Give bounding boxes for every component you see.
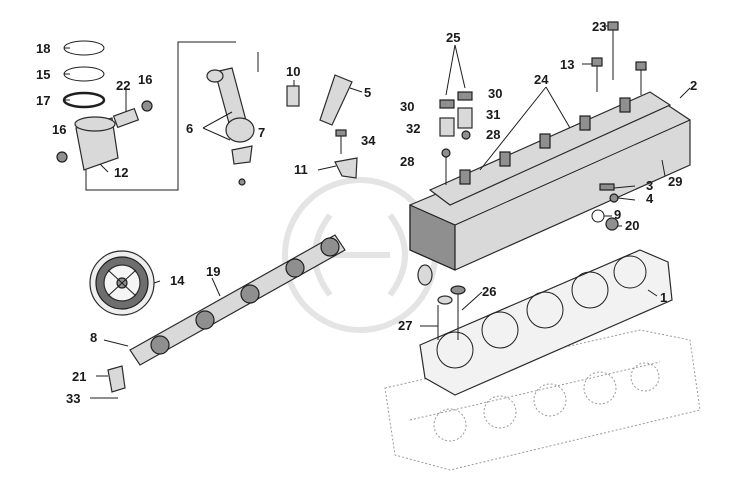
bolt-34 — [335, 129, 347, 154]
callout-3: 3 — [646, 178, 653, 193]
cylinder-head — [409, 99, 691, 271]
leader-lines — [64, 25, 691, 399]
callout-30-left: 30 — [400, 99, 414, 114]
callout-14: 14 — [170, 273, 185, 288]
connecting-rod — [206, 52, 259, 186]
valve-train-parts — [439, 91, 473, 185]
callout-33: 33 — [66, 391, 80, 406]
camshaft — [129, 234, 346, 366]
callout-5: 5 — [364, 85, 371, 100]
camshaft-gear — [89, 250, 155, 316]
callout-26: 26 — [482, 284, 496, 299]
callout-8: 8 — [90, 330, 97, 345]
callout-23: 23 — [592, 19, 606, 34]
piston-assembly — [56, 40, 236, 191]
callout-13: 13 — [560, 57, 574, 72]
callout-10: 10 — [286, 64, 300, 79]
head-bolts — [591, 21, 647, 95]
callout-32: 32 — [406, 121, 420, 136]
callout-31: 31 — [486, 107, 500, 122]
callout-4: 4 — [646, 191, 654, 206]
callout-21: 21 — [72, 369, 86, 384]
callout-9: 9 — [614, 207, 621, 222]
rocker-assembly — [428, 91, 672, 206]
lower-block-outline — [384, 329, 701, 471]
callout-30-right: 30 — [488, 86, 502, 101]
callout-28-right: 28 — [486, 127, 500, 142]
callout-17: 17 — [36, 93, 50, 108]
callout-27: 27 — [398, 318, 412, 333]
injector-parts — [286, 74, 353, 126]
thrust-plate — [100, 365, 126, 399]
callout-16-bottom: 16 — [52, 122, 66, 137]
callout-29: 29 — [668, 174, 682, 189]
callout-28-left: 28 — [400, 154, 414, 169]
callout-2: 2 — [690, 78, 697, 93]
valves-26-27 — [417, 264, 466, 340]
callout-24: 24 — [534, 72, 549, 87]
callout-22: 22 — [116, 78, 130, 93]
bracket-11 — [334, 157, 358, 179]
callout-18: 18 — [36, 41, 50, 56]
callout-6: 6 — [186, 121, 193, 136]
callout-12: 12 — [114, 165, 128, 180]
callout-11: 11 — [294, 162, 308, 177]
callout-1: 1 — [660, 290, 667, 305]
callout-16-top: 16 — [138, 72, 152, 87]
callout-7: 7 — [258, 125, 265, 140]
callout-15: 15 — [36, 67, 50, 82]
callout-34: 34 — [361, 133, 376, 148]
callout-labels: 18 15 17 22 16 16 12 6 7 10 5 34 11 25 3… — [36, 19, 697, 406]
head-gasket — [419, 249, 673, 396]
callout-19: 19 — [206, 264, 220, 279]
callout-20: 20 — [625, 218, 639, 233]
callout-25: 25 — [446, 30, 460, 45]
small-fittings — [591, 183, 619, 231]
